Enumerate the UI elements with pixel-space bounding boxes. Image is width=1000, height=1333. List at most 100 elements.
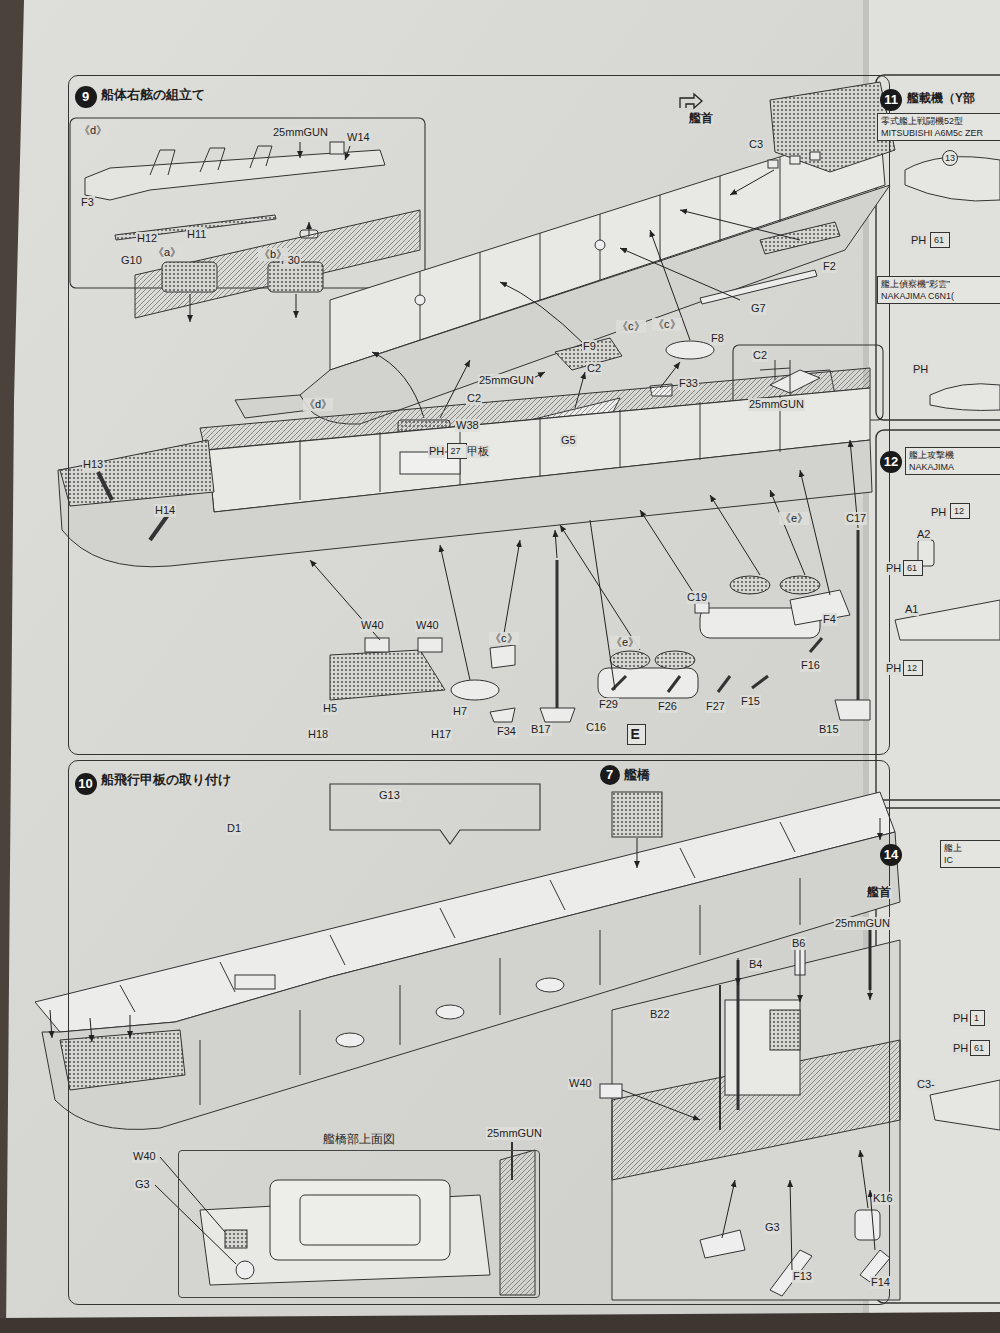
subassembly-letter: 《c》 bbox=[652, 318, 682, 331]
note-label: 甲板 bbox=[466, 445, 490, 458]
subassembly-letter: 《e》 bbox=[610, 636, 640, 649]
part-number: H17 bbox=[430, 728, 452, 741]
step-panel: 船体右舷の組立て9E27 bbox=[68, 75, 890, 755]
subassembly-letter: 《c》 bbox=[616, 320, 646, 333]
aircraft-title-text: MITSUBISHI A6M5c ZER bbox=[881, 127, 1000, 139]
paint-number: 61 bbox=[930, 232, 950, 248]
paint-number-text: 12 bbox=[954, 505, 966, 517]
part-number: H7 bbox=[452, 705, 468, 718]
subassembly-letter: 《e》 bbox=[779, 512, 809, 525]
step-title: 艦載機（Y部 bbox=[906, 92, 976, 105]
subassembly-letter: 《c》 bbox=[489, 632, 519, 645]
part-number: C16 bbox=[585, 721, 607, 734]
subassembly-ref-text: 艦橋 bbox=[624, 766, 650, 784]
part-number: H12 bbox=[136, 232, 158, 245]
part-number: H11 bbox=[186, 228, 207, 241]
part-number: B15 bbox=[818, 723, 840, 736]
part-number: F16 bbox=[800, 659, 821, 672]
aircraft-title: 艦上IC bbox=[940, 840, 1000, 868]
bow-direction: 艦首 bbox=[688, 112, 714, 125]
aircraft-title-text: NAKAJIMA C6N1( bbox=[881, 290, 1000, 302]
aircraft-title: 艦上偵察機“彩雲”NAKAJIMA C6N1( bbox=[877, 276, 1000, 304]
paint-number-text: 61 bbox=[974, 1042, 986, 1054]
part-number: F4 bbox=[822, 613, 837, 626]
part-number: G10 bbox=[120, 254, 143, 267]
part-number: B17 bbox=[530, 723, 552, 736]
gun-callout: 25mmGUN bbox=[748, 398, 805, 411]
part-number: F8 bbox=[710, 332, 725, 345]
part-number: C2 bbox=[586, 362, 602, 375]
gun-callout: 25mmGUN bbox=[486, 1127, 543, 1140]
sheet-tag-text: E bbox=[631, 726, 642, 743]
gun-callout: 25mmGUN bbox=[478, 374, 535, 387]
part-number: C3- bbox=[916, 1078, 936, 1091]
paint-number-text: 61 bbox=[907, 562, 919, 574]
step-number-text: 9 bbox=[75, 86, 97, 108]
part-number: A1 bbox=[904, 603, 919, 616]
part-number: A2 bbox=[916, 528, 931, 541]
paint-reference: PH bbox=[885, 662, 902, 675]
paint-number: 12 bbox=[903, 660, 923, 676]
paint-number: 12 bbox=[950, 503, 970, 519]
part-number: F27 bbox=[705, 700, 726, 713]
paint-reference: PH bbox=[885, 562, 902, 575]
paint-reference: PH bbox=[428, 445, 445, 458]
part-number: W38 bbox=[455, 419, 480, 432]
step-panel-text: 船体右舷の組立て bbox=[101, 86, 205, 104]
paint-number: 61 bbox=[903, 560, 923, 576]
subassembly-letter: 《b》 bbox=[258, 248, 288, 261]
part-number: W40 bbox=[132, 1150, 157, 1163]
part-number: G13 bbox=[378, 789, 401, 802]
paint-number-text: 61 bbox=[934, 234, 946, 246]
part-number: W40 bbox=[568, 1077, 593, 1090]
paint-reference: PH bbox=[952, 1042, 969, 1055]
subassembly-letter: 《d》 bbox=[78, 124, 108, 137]
subassembly-ref-text: 7 bbox=[600, 765, 620, 785]
part-number: C19 bbox=[686, 591, 708, 604]
part-number: H13 bbox=[82, 458, 104, 471]
part-number: H18 bbox=[307, 728, 329, 741]
bow-direction: 艦首 bbox=[866, 886, 892, 899]
paint-reference: PH bbox=[910, 234, 927, 247]
step-number: 10 bbox=[75, 773, 97, 795]
subassembly-ref: 7艦橋 bbox=[600, 765, 650, 785]
subassembly-letter: 《d》 bbox=[303, 398, 333, 411]
step-number-text: 11 bbox=[880, 89, 902, 111]
part-number: K16 bbox=[872, 1192, 894, 1205]
part-number: F9 bbox=[582, 340, 597, 353]
paint-number-text: 1 bbox=[974, 1012, 981, 1024]
paint-number: 1 bbox=[970, 1010, 985, 1026]
inset-view: 艦橋部上面図 bbox=[178, 1150, 540, 1298]
inset-view-text: 艦橋部上面図 bbox=[179, 1131, 539, 1148]
step-number: 14 bbox=[880, 844, 902, 866]
part-number: F34 bbox=[496, 725, 517, 738]
part-number: G3 bbox=[764, 1221, 781, 1234]
step-number: 11 bbox=[880, 89, 902, 111]
aircraft-title-text: 艦上偵察機“彩雲” bbox=[881, 278, 1000, 290]
step-number: 9 bbox=[75, 86, 97, 108]
aircraft-title-text: 零式艦上戦闘機52型 bbox=[881, 115, 1000, 127]
subassembly-letter: 《a》 bbox=[152, 246, 182, 259]
step-number-text: 14 bbox=[880, 844, 902, 866]
paint-reference: PH bbox=[912, 363, 929, 376]
paint-number: 61 bbox=[970, 1040, 990, 1056]
step-number-text: 12 bbox=[880, 451, 902, 473]
part-number: F29 bbox=[598, 698, 619, 711]
part-number: G3 bbox=[134, 1178, 151, 1191]
part-number: W14 bbox=[346, 131, 371, 144]
part-number: H14 bbox=[154, 504, 176, 517]
part-number: F15 bbox=[740, 695, 761, 708]
gun-callout: 25mmGUN bbox=[272, 126, 329, 139]
part-number: H5 bbox=[322, 702, 338, 715]
aircraft-title-text: NAKAJIMA bbox=[909, 461, 1000, 473]
aircraft-title-text: IC bbox=[944, 854, 1000, 866]
part-number: B22 bbox=[649, 1008, 671, 1021]
callout-number-text: 13 bbox=[943, 151, 957, 165]
callout-number: 13 bbox=[942, 150, 958, 166]
part-number: C17 bbox=[845, 512, 867, 525]
aircraft-title: 零式艦上戦闘機52型MITSUBISHI A6M5c ZER bbox=[877, 113, 1000, 141]
part-number: C2 bbox=[752, 349, 768, 362]
part-number: W40 bbox=[360, 619, 385, 632]
step-panel-text: 船飛行甲板の取り付け bbox=[101, 771, 231, 789]
